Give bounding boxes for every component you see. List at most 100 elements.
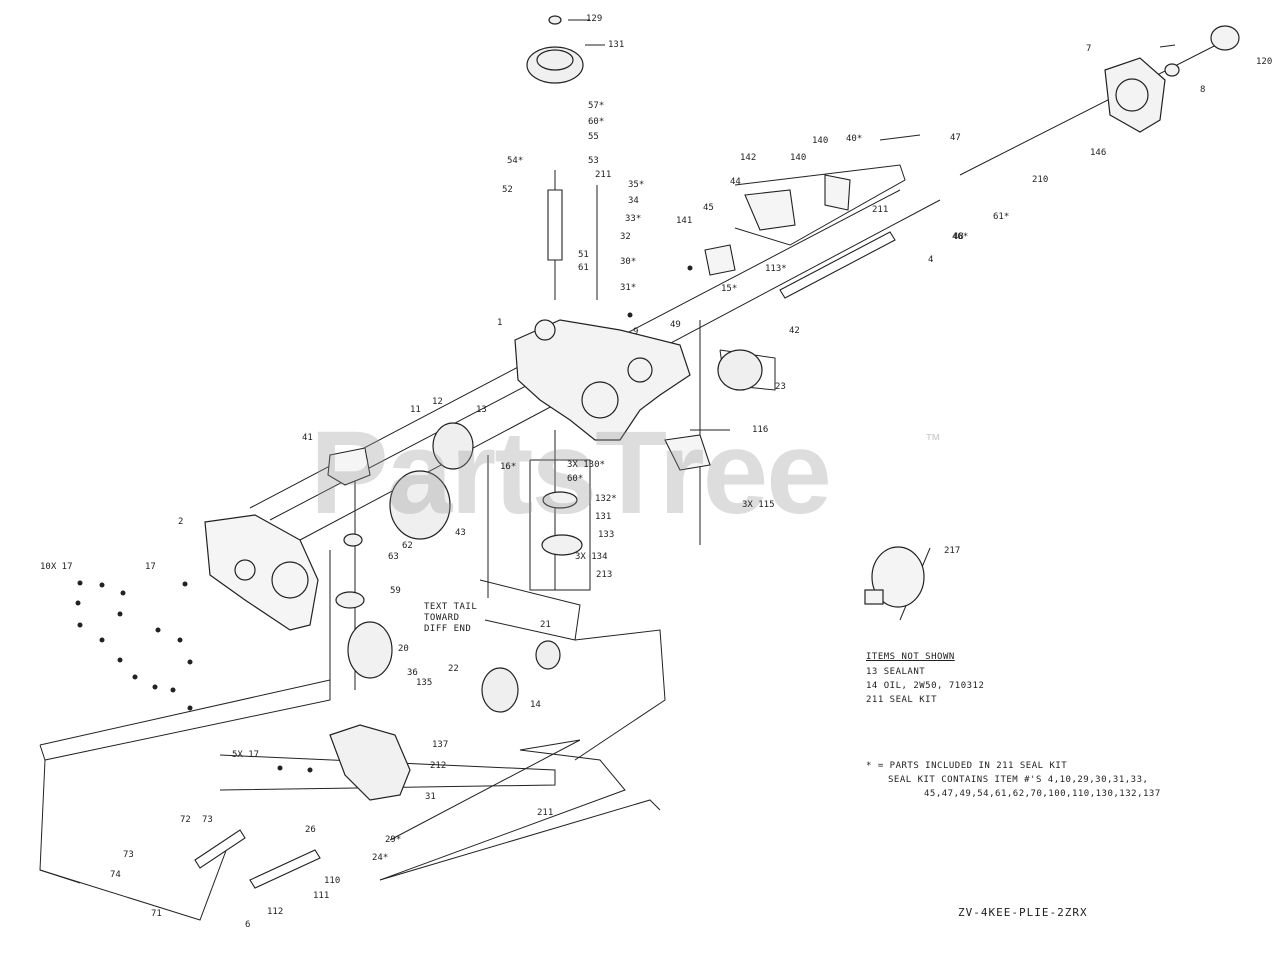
callout-label: 116 — [752, 425, 769, 435]
legend-header: ITEMS NOT SHOWN — [866, 652, 955, 662]
seal-kit-note-line: 45,47,49,54,61,62,70,100,110,130,132,137 — [924, 789, 1161, 799]
callout-label: 12 — [432, 397, 443, 407]
callout-label: 7 — [1086, 44, 1092, 54]
shafts — [194, 189, 896, 889]
callout-label: 110 — [324, 876, 341, 886]
callout-label: 33* — [625, 214, 642, 224]
callout-label: 137 — [432, 740, 449, 750]
callout-label: 210 — [1032, 175, 1049, 185]
callout-label: 31 — [425, 792, 436, 802]
callout-label: 40* — [846, 134, 863, 144]
callout-label: 72 — [180, 815, 191, 825]
callout-label: 43 — [455, 528, 466, 538]
callout-label: 8 — [1200, 85, 1206, 95]
callout-label: 49 — [670, 320, 681, 330]
hub — [1104, 25, 1240, 133]
callout-label: 60* — [567, 474, 584, 484]
callout-label: 29* — [385, 835, 402, 845]
callout-label: 62 — [402, 541, 413, 551]
callout-label: 47 — [950, 133, 961, 143]
callout-label: 20 — [398, 644, 409, 654]
callout-label: 23 — [775, 382, 786, 392]
callout-label: 34 — [628, 196, 639, 206]
callout-label: 61* — [993, 212, 1010, 222]
main-housing — [514, 319, 691, 441]
callout-label: 60* — [588, 117, 605, 127]
callout-label: 45 — [703, 203, 714, 213]
bolts — [75, 265, 693, 773]
callout-label: 3X 134 — [575, 552, 608, 562]
callout-label: 132* — [595, 494, 617, 504]
callout-label: 141 — [676, 216, 693, 226]
callout-label: 26 — [305, 825, 316, 835]
callout-label: 48 — [953, 232, 964, 242]
callout-label: 211 — [537, 808, 554, 818]
callout-label: 14 — [530, 700, 541, 710]
callout-label: 52 — [502, 185, 513, 195]
callout-label: 3X 130* — [567, 460, 605, 470]
pulley — [526, 15, 584, 84]
callout-label: 111 — [313, 891, 330, 901]
center-case — [329, 491, 583, 801]
callout-label: 6 — [245, 920, 251, 930]
callout-label: 212 — [430, 761, 447, 771]
callout-label: 112 — [267, 907, 284, 917]
legend-line: 211 SEAL KIT — [866, 695, 938, 705]
callout-label: 133 — [598, 530, 615, 540]
callout-label: 213 — [596, 570, 613, 580]
trademark-symbol: ™ — [925, 432, 941, 449]
callout-label: 131 — [595, 512, 612, 522]
callout-label: 32 — [620, 232, 631, 242]
callout-label: 44 — [730, 177, 741, 187]
toward-note-line: TOWARD — [424, 613, 460, 623]
callout-label: 13 — [476, 405, 487, 415]
callout-label: 51 — [578, 250, 589, 260]
callout-label: 54* — [507, 156, 524, 166]
cover-plate — [204, 514, 319, 631]
callout-label: 55 — [588, 132, 599, 142]
callout-label: 31* — [620, 283, 637, 293]
legend-line: 13 SEALANT — [866, 667, 926, 677]
callout-label: 10X 17 — [40, 562, 73, 572]
callout-label: 4 — [928, 255, 934, 265]
callout-label: 53 — [588, 156, 599, 166]
callout-label: 142 — [740, 153, 757, 163]
callout-label: 5X 17 — [232, 750, 260, 760]
callout-label: 217 — [944, 546, 961, 556]
gears — [389, 349, 763, 713]
callout-label: 24* — [372, 853, 389, 863]
callout-label: 140 — [790, 153, 807, 163]
callout-label: 73 — [202, 815, 213, 825]
callout-label: 211 — [595, 170, 612, 180]
toward-note-line: DIFF END — [424, 624, 472, 634]
callout-label: 131 — [608, 40, 625, 50]
callout-label: 46* — [952, 232, 969, 242]
callout-label: 63 — [388, 552, 399, 562]
callout-label: 74 — [110, 870, 121, 880]
callout-label: 146 — [1090, 148, 1107, 158]
toward-note-line: TEXT TAIL — [424, 602, 478, 612]
callout-label: 113* — [765, 264, 787, 274]
callout-label: 15* — [721, 284, 738, 294]
callout-label: 120 — [1256, 57, 1273, 67]
callout-label: 135 — [416, 678, 433, 688]
callout-label: 211 — [872, 205, 889, 215]
brackets — [327, 174, 851, 486]
callout-label: 129 — [586, 14, 603, 24]
callout-label: 22 — [448, 664, 459, 674]
legend-line: 14 OIL, 2W50, 710312 — [866, 681, 985, 691]
callout-label: 42 — [789, 326, 800, 336]
callout-label: 1 — [497, 318, 503, 328]
callout-label: 11 — [410, 405, 421, 415]
callout-label: 140 — [812, 136, 829, 146]
seal-kit-note-line: SEAL KIT CONTAINS ITEM #'S 4,10,29,30,31… — [888, 775, 1149, 785]
callout-label: 21 — [540, 620, 551, 630]
flange — [864, 546, 925, 608]
model-code: ZV-4KEE-PLIE-2ZRX — [958, 906, 1088, 919]
seal-kit-note-line: * = PARTS INCLUDED IN 211 SEAL KIT — [866, 761, 1068, 771]
callout-label: 35* — [628, 180, 645, 190]
callout-label: 59 — [390, 586, 401, 596]
callout-label: 16* — [500, 462, 517, 472]
callout-label: 41 — [302, 433, 313, 443]
